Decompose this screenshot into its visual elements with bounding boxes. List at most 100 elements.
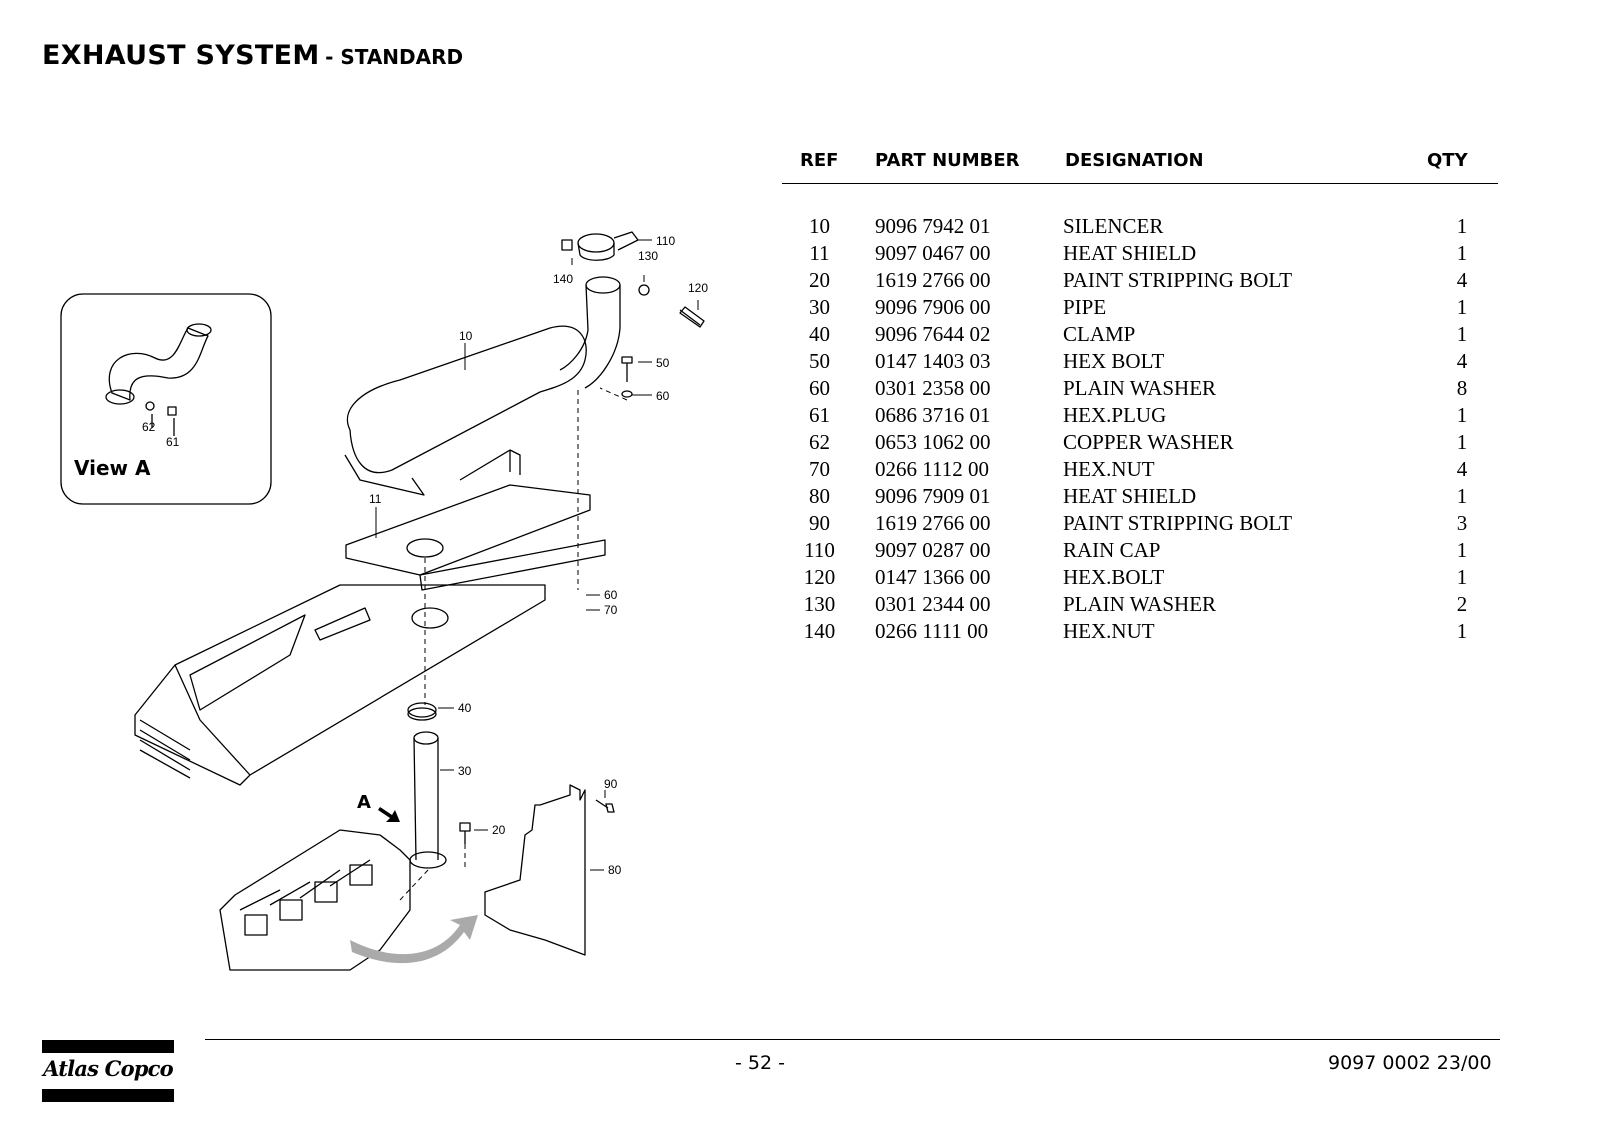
header-rule <box>782 183 1498 184</box>
title-main: EXHAUST SYSTEM <box>42 40 320 71</box>
gray-arrow <box>350 915 478 964</box>
callout-130: 130 <box>638 249 658 263</box>
cell-ref: 110 <box>804 538 835 562</box>
table-row: 11 9097 0467 00 HEAT SHIELD 1 <box>782 241 1482 268</box>
header-part-number: PART NUMBER <box>875 150 1020 171</box>
callout-80: 80 <box>608 863 622 877</box>
engine-drawing <box>219 829 411 971</box>
callout-30: 30 <box>458 764 472 778</box>
callout-60-lower: 60 <box>604 588 618 602</box>
cell-part-number: 0686 3716 01 <box>875 403 991 427</box>
callout-60-upper: 60 <box>656 389 670 403</box>
atlas-copco-logo: Atlas Copco <box>42 1040 174 1102</box>
page-title: EXHAUST SYSTEM - STANDARD <box>42 40 463 71</box>
cell-ref: 30 <box>809 295 830 319</box>
heat-shield-11-drawing <box>345 449 606 591</box>
silencer-drawing <box>344 325 587 496</box>
cell-qty: 1 <box>1456 538 1468 562</box>
cell-designation: HEAT SHIELD <box>1063 241 1197 265</box>
callout-140: 140 <box>553 272 573 286</box>
callout-10: 10 <box>459 329 473 343</box>
callout-70: 70 <box>604 603 618 617</box>
cell-ref: 80 <box>809 484 830 508</box>
cell-qty: 1 <box>1456 403 1468 427</box>
cell-ref: 11 <box>809 241 830 265</box>
callout-120: 120 <box>688 281 708 295</box>
callout-61: 61 <box>166 435 180 449</box>
table-row: 40 9096 7644 02 CLAMP 1 <box>782 322 1482 349</box>
cell-part-number: 1619 2766 00 <box>875 268 991 292</box>
cell-qty: 1 <box>1456 214 1468 238</box>
cell-ref: 61 <box>809 403 830 427</box>
bolt-50-drawing <box>621 356 633 398</box>
bolt-20-drawing <box>459 822 471 844</box>
document-number: 9097 0002 23/00 <box>1328 1052 1492 1074</box>
cell-qty: 1 <box>1456 241 1468 265</box>
cell-part-number: 0147 1403 03 <box>875 349 991 373</box>
cell-ref: 40 <box>809 322 830 346</box>
upper-pipe-drawing <box>559 276 621 389</box>
engine-cover-drawing <box>134 584 546 786</box>
header-designation: DESIGNATION <box>1065 150 1204 171</box>
footer-rule <box>205 1039 1500 1040</box>
cell-qty: 1 <box>1456 565 1468 589</box>
cell-part-number: 0653 1062 00 <box>875 430 991 454</box>
cell-part-number: 9096 7644 02 <box>875 322 991 346</box>
heat-shield-80-drawing <box>484 784 586 956</box>
cell-part-number: 0301 2344 00 <box>875 592 991 616</box>
callout-40: 40 <box>458 701 472 715</box>
cell-ref: 62 <box>809 430 830 454</box>
cell-ref: 140 <box>803 619 836 643</box>
rain-cap-drawing <box>561 231 705 328</box>
view-a-label: View A <box>74 456 151 480</box>
cell-part-number: 9096 7942 01 <box>875 214 991 238</box>
callout-62: 62 <box>142 420 156 434</box>
cell-ref: 120 <box>803 565 836 589</box>
cell-part-number: 0266 1112 00 <box>875 457 989 481</box>
cell-ref: 10 <box>809 214 830 238</box>
exploded-diagram: 110 130 140 120 10 50 60 11 62 61 60 70 … <box>60 231 708 971</box>
cell-part-number: 0266 1111 00 <box>875 619 989 643</box>
view-a-arrow-label: A <box>357 792 371 813</box>
cell-qty: 1 <box>1456 322 1468 346</box>
cell-ref: 90 <box>809 511 830 535</box>
cell-ref: 50 <box>809 349 830 373</box>
table-row: 61 0686 3716 01 HEX.PLUG 1 <box>782 403 1482 430</box>
cell-designation: HEX.PLUG <box>1063 403 1167 427</box>
header-qty: QTY <box>1427 150 1468 171</box>
cell-part-number: 9097 0467 00 <box>875 241 991 265</box>
logo-bar-top <box>42 1040 174 1053</box>
callout-11: 11 <box>369 492 382 506</box>
cell-ref: 20 <box>809 268 830 292</box>
cell-designation: PLAIN WASHER <box>1063 376 1217 400</box>
cell-qty: 4 <box>1456 268 1468 292</box>
leader-lines <box>375 239 699 871</box>
logo-bar-bottom <box>42 1089 174 1102</box>
cell-designation: PLAIN WASHER <box>1063 592 1217 616</box>
cell-designation: CLAMP <box>1063 322 1136 346</box>
cell-ref: 130 <box>803 592 836 616</box>
clamp-40-drawing <box>407 702 437 721</box>
cell-designation: HEX.BOLT <box>1063 565 1165 589</box>
cell-designation: HEX.NUT <box>1063 457 1155 481</box>
cell-designation: HEAT SHIELD <box>1063 484 1197 508</box>
cell-qty: 4 <box>1456 457 1468 481</box>
callout-90: 90 <box>604 777 618 791</box>
view-a-inset <box>60 293 272 505</box>
cell-qty: 1 <box>1456 484 1468 508</box>
callout-50: 50 <box>656 356 670 370</box>
header-ref: REF <box>800 150 839 171</box>
cell-designation: HEX.NUT <box>1063 619 1155 643</box>
cell-part-number: 9097 0287 00 <box>875 538 991 562</box>
logo-text: Atlas Copco <box>43 1056 174 1081</box>
callout-110: 110 <box>656 234 675 248</box>
cell-part-number: 0301 2358 00 <box>875 376 991 400</box>
